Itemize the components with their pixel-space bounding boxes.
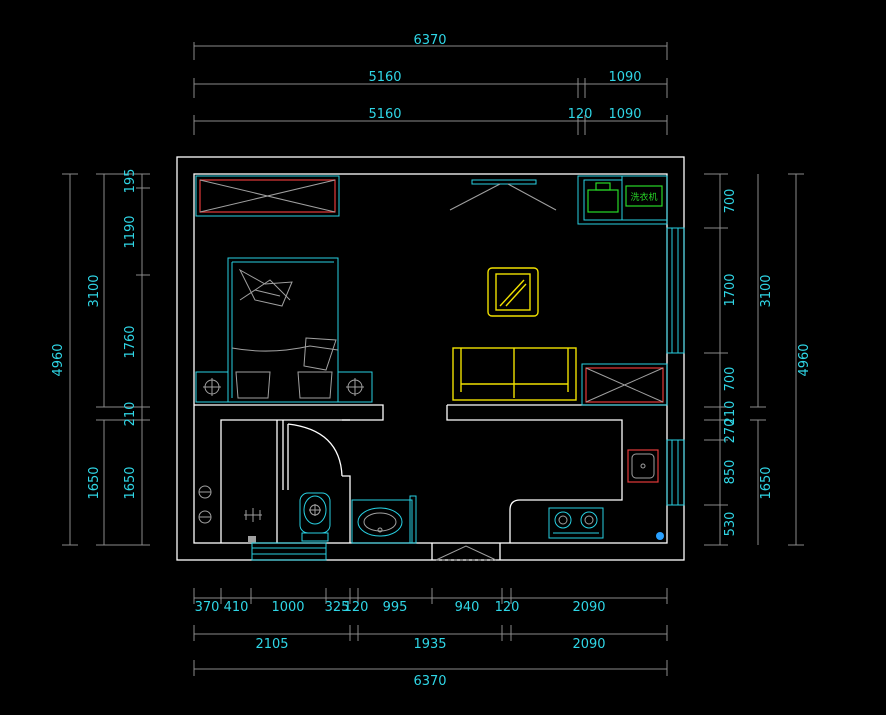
dim-left-upper-total: 3100 [87,274,102,307]
dim-left-lower-total: 1650 [87,466,102,499]
toilet [299,492,331,542]
washbasin [351,495,417,544]
sofa [452,347,577,401]
dim-bottom-410: 410 [224,600,249,615]
dim-right-lower-total: 1650 [759,466,774,499]
ceiling-fixture [449,179,557,211]
dim-bottom-325: 325 [325,600,350,615]
dim-left-inner-1650: 1650 [123,466,138,499]
right-windows [666,227,685,506]
dim-top-row2-right: 1090 [608,70,641,85]
dim-top-overall: 6370 [413,33,446,48]
dim-bottom-1935: 1935 [413,637,446,652]
dim-bottom-2105: 2105 [255,637,288,652]
dim-bottom-940: 940 [455,600,480,615]
wardrobe [195,175,340,217]
nightstand-left [195,371,229,403]
entry-door [435,545,497,561]
gas-stove [548,507,664,540]
dim-right-upper-total: 3100 [759,274,774,307]
laundry-area: 洗衣机 [577,175,668,225]
dim-bottom-120a: 120 [344,600,369,615]
right-dimension-chain: 4960 3100 1650 700 1700 700 210 270 850 … [704,173,812,546]
bed [227,257,339,403]
dim-top-row3-mid: 120 [568,107,593,122]
nightstand-right [337,371,373,403]
washing-machine-label: 洗衣机 [630,191,657,203]
dim-right-inner-530: 530 [723,512,738,537]
shower-fixtures [198,485,262,543]
top-dimension-chain: 6370 5160 1090 5160 120 1090 [193,33,668,135]
dim-bottom-overall: 6370 [413,674,446,689]
dim-bottom-995: 995 [383,600,408,615]
side-cabinet [581,363,668,406]
dim-left-inner-210: 210 [123,402,138,427]
bathroom-door [287,423,343,490]
dim-right-inner-210: 210 [723,401,738,426]
bottom-dimension-chain: 370 410 1000 325 120 995 940 120 2090 21… [193,588,668,689]
dim-top-row3-left: 5160 [368,107,401,122]
interior-walls [194,404,667,560]
dim-right-inner-700b: 700 [723,367,738,392]
dim-right-inner-1700: 1700 [723,273,738,306]
dim-right-overall: 4960 [797,343,812,376]
dim-left-inner-195: 195 [123,169,138,194]
dim-left-inner-1760: 1760 [123,325,138,358]
dim-left-inner-1190: 1190 [123,215,138,248]
dim-top-row2-left: 5160 [368,70,401,85]
dim-bottom-2090: 2090 [572,600,605,615]
kitchen-sink [627,449,659,483]
exterior-walls [176,156,685,561]
dim-bottom-1000: 1000 [271,600,304,615]
dim-bottom-370: 370 [195,600,220,615]
dim-bottom-2090b: 2090 [572,637,605,652]
left-dimension-chain: 4960 3100 1650 195 1190 1760 210 1650 [51,169,150,546]
bathroom-steps [251,542,327,561]
dim-top-row3-right: 1090 [608,107,641,122]
dim-right-inner-700a: 700 [723,189,738,214]
dim-left-overall: 4960 [51,343,66,376]
dim-bottom-120b: 120 [495,600,520,615]
dim-right-inner-850: 850 [723,460,738,485]
dim-right-inner-270: 270 [723,419,738,444]
coffee-table [487,267,539,317]
